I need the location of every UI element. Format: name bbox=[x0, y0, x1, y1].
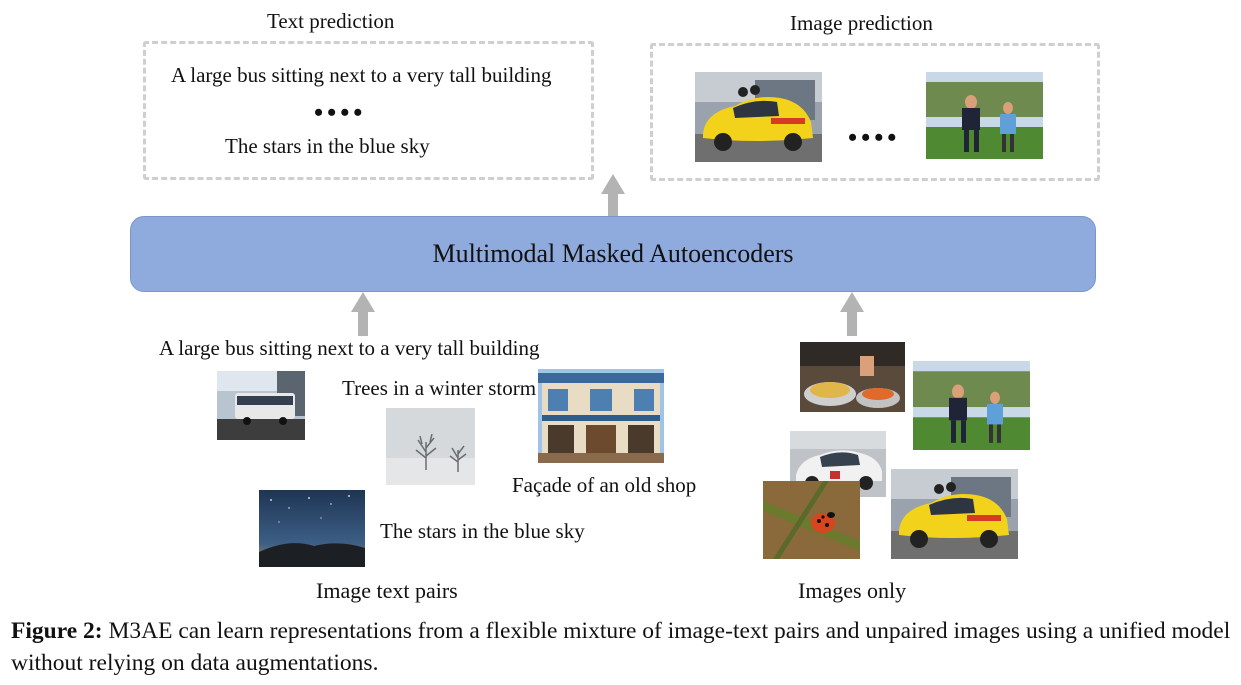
food-market-image bbox=[800, 342, 905, 412]
pair-caption-bus: A large bus sitting next to a very tall … bbox=[159, 336, 540, 360]
predicted-soccer-image bbox=[926, 72, 1043, 159]
pair-caption-shop: Façade of an old shop bbox=[512, 473, 697, 497]
arrow-up-images-icon bbox=[840, 292, 864, 336]
figure-caption: Figure 2: M3AE can learn representations… bbox=[11, 615, 1236, 679]
image-prediction-ellipsis: •••• bbox=[848, 123, 901, 152]
bus-image bbox=[217, 371, 305, 440]
winter-trees-image bbox=[386, 408, 475, 485]
text-prediction-line-1: A large bus sitting next to a very tall … bbox=[171, 63, 552, 87]
old-shop-image bbox=[538, 369, 664, 463]
starry-sky-image bbox=[259, 490, 365, 567]
ladybug-image bbox=[763, 481, 860, 559]
pair-caption-stars: The stars in the blue sky bbox=[380, 519, 585, 543]
figure-caption-prefix: Figure 2: bbox=[11, 618, 103, 644]
arrow-up-pairs-icon bbox=[351, 292, 375, 336]
model-label: Multimodal Masked Autoencoders bbox=[432, 239, 794, 268]
images-only-label: Images only bbox=[798, 578, 907, 603]
figure-caption-text: M3AE can learn representations from a fl… bbox=[11, 618, 1231, 676]
image-text-pairs-label: Image text pairs bbox=[316, 578, 458, 603]
text-prediction-line-2: The stars in the blue sky bbox=[225, 134, 430, 158]
image-prediction-title: Image prediction bbox=[790, 11, 933, 35]
pair-caption-trees: Trees in a winter storm bbox=[342, 376, 537, 400]
text-prediction-title: Text prediction bbox=[267, 9, 395, 33]
predicted-car-image bbox=[695, 72, 822, 162]
text-prediction-box bbox=[143, 41, 594, 180]
soccer-players-image bbox=[913, 361, 1030, 450]
arrow-up-output-icon bbox=[601, 174, 625, 218]
text-prediction-ellipsis: •••• bbox=[314, 98, 367, 127]
multimodal-masked-autoencoders-block: Multimodal Masked Autoencoders bbox=[130, 216, 1096, 292]
image-prediction-box bbox=[650, 43, 1100, 181]
yellow-car-image bbox=[891, 469, 1018, 559]
